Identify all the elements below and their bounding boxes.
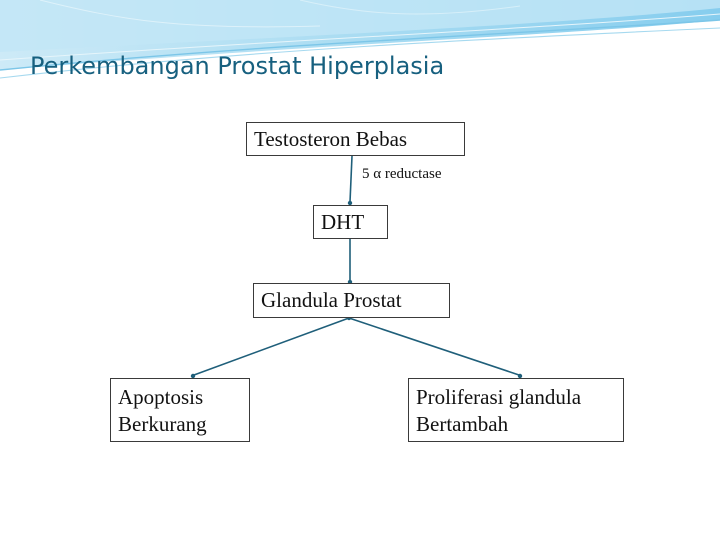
node-testosteron-bebas: Testosteron Bebas (246, 122, 465, 156)
connector-glandula-to-apoptosis (194, 318, 349, 375)
edge-label-5a-reductase: 5 α reductase (362, 166, 442, 183)
connector-testosteron-to-dht (350, 156, 352, 202)
node-proliferasi-glandula-bertambah: Proliferasi glandula Bertambah (408, 378, 624, 442)
node-dht: DHT (313, 205, 388, 239)
connector-glandula-to-proliferasi (349, 318, 519, 375)
node-glandula-prostat: Glandula Prostat (253, 283, 450, 318)
node-apoptosis-berkurang: Apoptosis Berkurang (110, 378, 250, 442)
